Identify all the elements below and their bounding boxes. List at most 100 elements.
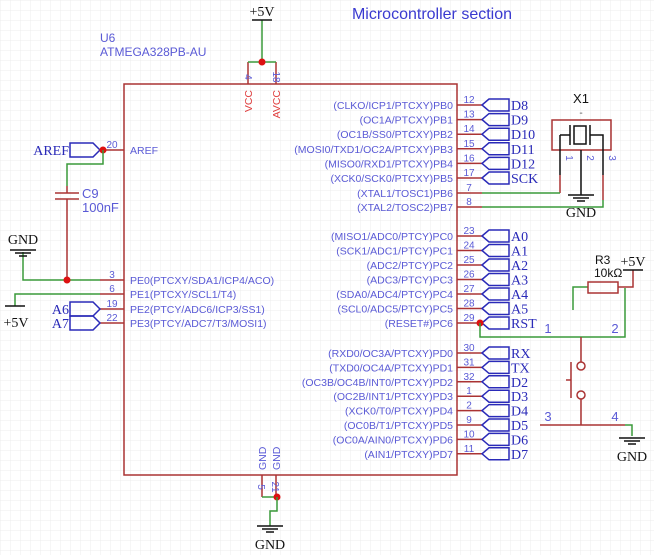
net-flag-a3	[480, 272, 510, 287]
pin-number: 16	[463, 153, 475, 164]
pin-number: 15	[463, 139, 475, 150]
pin-name: (RESET#)PC6	[385, 318, 453, 330]
net-label-rx: RX	[511, 347, 530, 362]
pin-number: 12	[463, 95, 475, 106]
pin-number: 32	[463, 372, 475, 383]
net-flag-d2	[480, 375, 510, 389]
net-flag-a7	[69, 315, 102, 331]
net-flag-d12	[480, 156, 510, 171]
pin-name: (SCK1/ADC1/PTCY)PC1	[336, 246, 453, 258]
pin-name: (AIN1/PTCXY)PD7	[364, 449, 453, 461]
junction-dot	[258, 58, 266, 66]
net-label-a5: A5	[511, 303, 528, 318]
net-label-a4: A4	[511, 288, 528, 303]
resistor-ref: R3	[595, 253, 611, 267]
cap-ref: C9	[82, 186, 99, 201]
pin-name: (OC0A/AIN0/PTCXY)PD6	[333, 434, 453, 446]
net-flag-aref	[69, 142, 102, 158]
net-flag-a4	[480, 287, 510, 301]
pin-name: AVCC	[271, 90, 283, 119]
pin-number: 19	[106, 299, 118, 310]
wire	[269, 497, 278, 526]
pin-number: 25	[463, 255, 475, 266]
pin-number: 27	[463, 284, 475, 295]
net-label-d6: D6	[511, 433, 528, 448]
net-label-d11: D11	[511, 143, 535, 158]
switch-pin-number: 3	[544, 409, 551, 424]
net-flag-a0	[480, 229, 510, 243]
net-label-a6: A6	[52, 303, 69, 318]
net-flag-d4	[480, 403, 510, 418]
pin-name: (XTAL1/TOSC1)PB6	[357, 188, 453, 200]
wire	[66, 150, 104, 186]
crystal-pin-number: 1	[563, 155, 574, 161]
pin-number: 26	[463, 270, 475, 281]
pin-name: (OC3B/OC4B/INT0/PTCXY)PD2	[302, 377, 453, 389]
pin-number: 18	[270, 71, 281, 83]
net-label-a0: A0	[511, 230, 528, 245]
net-label-a1: A1	[511, 245, 528, 260]
pin-number: 24	[463, 241, 475, 252]
gnd-left-label: GND	[8, 233, 38, 248]
net-label-d8: D8	[511, 99, 528, 114]
net-flag-d3	[480, 389, 510, 403]
pin-name: (MISO1/ADC0/PTCY)PC0	[331, 231, 453, 243]
net-flag-d8	[480, 98, 510, 112]
net-flag-a1	[480, 243, 510, 258]
pin-name: (ADC2/PTCY)PC2	[367, 260, 454, 272]
net-label-d4: D4	[511, 405, 528, 420]
pin-name: PE3(PTCY/ADC7/T3/MOSI1)	[130, 318, 267, 330]
net-label-d10: D10	[511, 128, 535, 143]
pin-number: 23	[463, 226, 475, 237]
pin-name: AREF	[130, 145, 158, 157]
pin-number: 4	[242, 74, 253, 80]
vcc-left-label: +5V	[3, 316, 28, 331]
wire	[479, 288, 626, 338]
net-flag-rx	[480, 346, 510, 360]
net-label-d2: D2	[511, 376, 528, 391]
cap-value: 100nF	[82, 200, 119, 215]
pin-number: 29	[463, 313, 475, 324]
crystal-body	[573, 125, 587, 145]
pin-name: PE0(PTCXY/SDA1/ICP4/ACO)	[130, 275, 274, 287]
junction-dot	[63, 276, 71, 284]
pin-name: (TXD0/OC4A/PTCXY)PD1	[329, 362, 453, 374]
pin-number: 30	[463, 343, 475, 354]
pin-name: (SDA0/ADC4/PTCY)PC4	[336, 289, 453, 301]
net-flag-d9	[480, 112, 510, 127]
net-flag-a2	[480, 258, 510, 272]
pin-name: (OC1B/SS0/PTCXY)PB2	[337, 129, 453, 141]
crystal-pin-number: 2	[584, 155, 595, 161]
net-label-aref: AREF	[33, 144, 69, 159]
pin-number: 5	[255, 484, 266, 490]
pin-name: VCC	[243, 90, 255, 113]
pin-name: (XTAL2/TOSC2)PB7	[357, 202, 453, 214]
switch-pin-number: 4	[611, 409, 618, 424]
pin-number: 21	[269, 481, 280, 493]
pin-name: PE2(PTCY/ADC6/ICP3/SS1)	[130, 304, 265, 316]
pin-number: 7	[466, 183, 472, 194]
pin-number: 22	[106, 313, 118, 324]
pin-name: (ADC3/PTCY)PC3	[367, 275, 454, 287]
net-flag-d7	[480, 447, 510, 461]
net-label-sck: SCK	[511, 172, 538, 187]
net-flag-rst	[480, 316, 510, 330]
pin-name: (OC0B/T1/PTCXY)PD5	[344, 420, 453, 432]
net-label-a2: A2	[511, 259, 528, 274]
net-flag-d5	[480, 418, 510, 432]
pin-name: (CLKO/ICP1/PTCXY)PB0	[333, 100, 453, 112]
switch-contact	[576, 361, 586, 371]
pin-name: (SCL0/ADC5/PTCY)PC5	[337, 304, 453, 316]
pin-number: 28	[463, 299, 475, 310]
wire	[572, 286, 588, 310]
wire	[482, 200, 604, 208]
net-label-d5: D5	[511, 419, 528, 434]
pin-number: 13	[463, 110, 475, 121]
pin-name: (MISO0/RXD1/PTCXY)PB4	[325, 158, 454, 170]
net-label-a3: A3	[511, 274, 528, 289]
crystal-lead	[590, 134, 604, 175]
pin-number: 31	[463, 357, 475, 368]
wire	[625, 424, 633, 436]
switch-pin-number: 1	[544, 321, 551, 336]
